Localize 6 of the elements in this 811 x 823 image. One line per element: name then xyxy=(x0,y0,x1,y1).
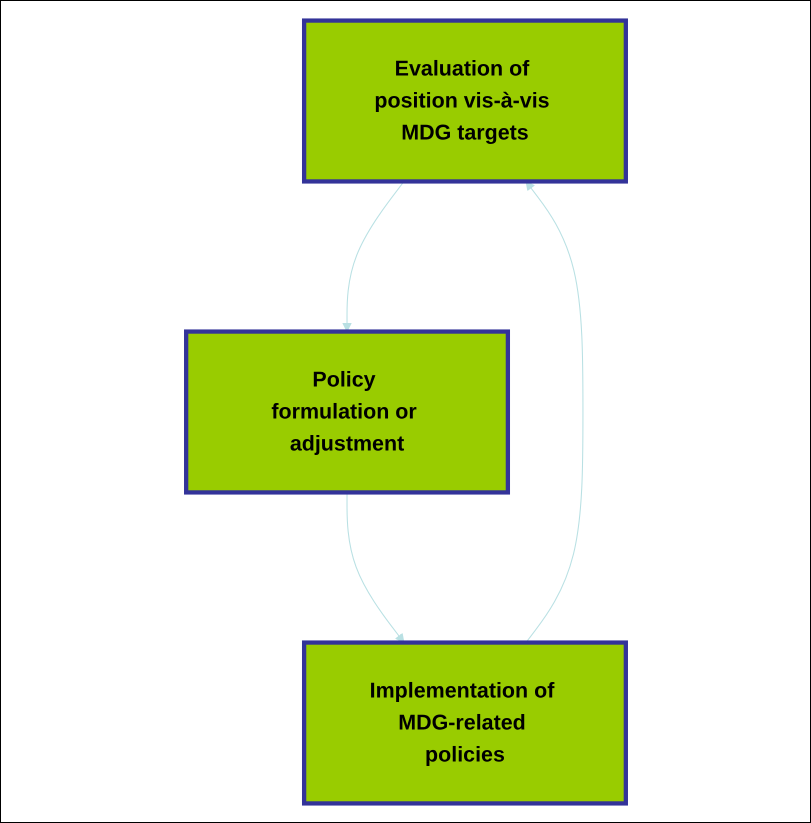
node-box: Implementation of MDG-related policies xyxy=(301,640,628,806)
arrow xyxy=(346,492,404,642)
node-box: Policy formulation or adjustment xyxy=(184,328,510,494)
arrow xyxy=(525,180,583,642)
arrow xyxy=(342,180,404,332)
node-box: Evaluation of position vis-à-vis MDG targets xyxy=(301,18,628,184)
